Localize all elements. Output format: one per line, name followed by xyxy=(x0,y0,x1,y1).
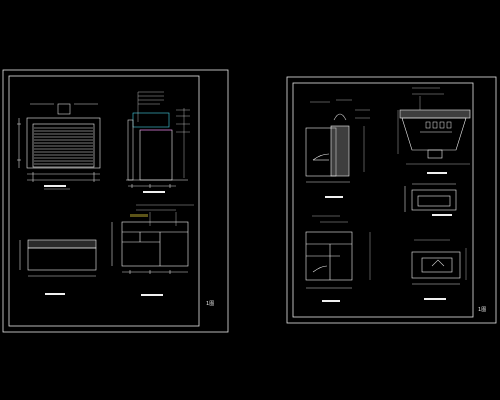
trough-plan xyxy=(404,183,457,216)
trough-rail xyxy=(420,121,452,133)
sheet-2-number: 1图 xyxy=(478,306,486,313)
lower-leaders xyxy=(312,215,371,280)
sheet-2 xyxy=(286,76,497,324)
sheet-1-outer-frame xyxy=(2,69,229,333)
front-elevation xyxy=(111,204,194,296)
sheet-1 xyxy=(2,69,229,333)
plan-view xyxy=(19,239,97,295)
lower-plan xyxy=(411,239,467,300)
sheet-1-number-suffix: 图 xyxy=(209,301,215,307)
trough-section xyxy=(397,87,471,174)
sheet-1-inner-frame xyxy=(8,75,200,327)
lower-elevation xyxy=(305,215,371,302)
sheet-2-inner-frame xyxy=(292,82,474,318)
sheet-2-outer-frame xyxy=(286,76,497,324)
shutter-slats xyxy=(34,127,93,165)
sheet-2-number-digit: 1 xyxy=(478,307,482,313)
counter-section xyxy=(126,91,190,193)
section-leaders xyxy=(137,91,190,178)
sheet-2-number-suffix: 图 xyxy=(481,307,487,313)
planter-elevation xyxy=(305,99,370,198)
planter-leaders xyxy=(310,99,370,172)
elevation-leaders xyxy=(136,204,194,226)
trough-leaders xyxy=(397,87,470,165)
sheet-1-number: 1图 xyxy=(206,300,214,307)
shutter-elevation xyxy=(17,103,101,190)
sheet-1-number-digit: 1 xyxy=(206,301,210,307)
lower-plan-leaders xyxy=(414,239,467,280)
